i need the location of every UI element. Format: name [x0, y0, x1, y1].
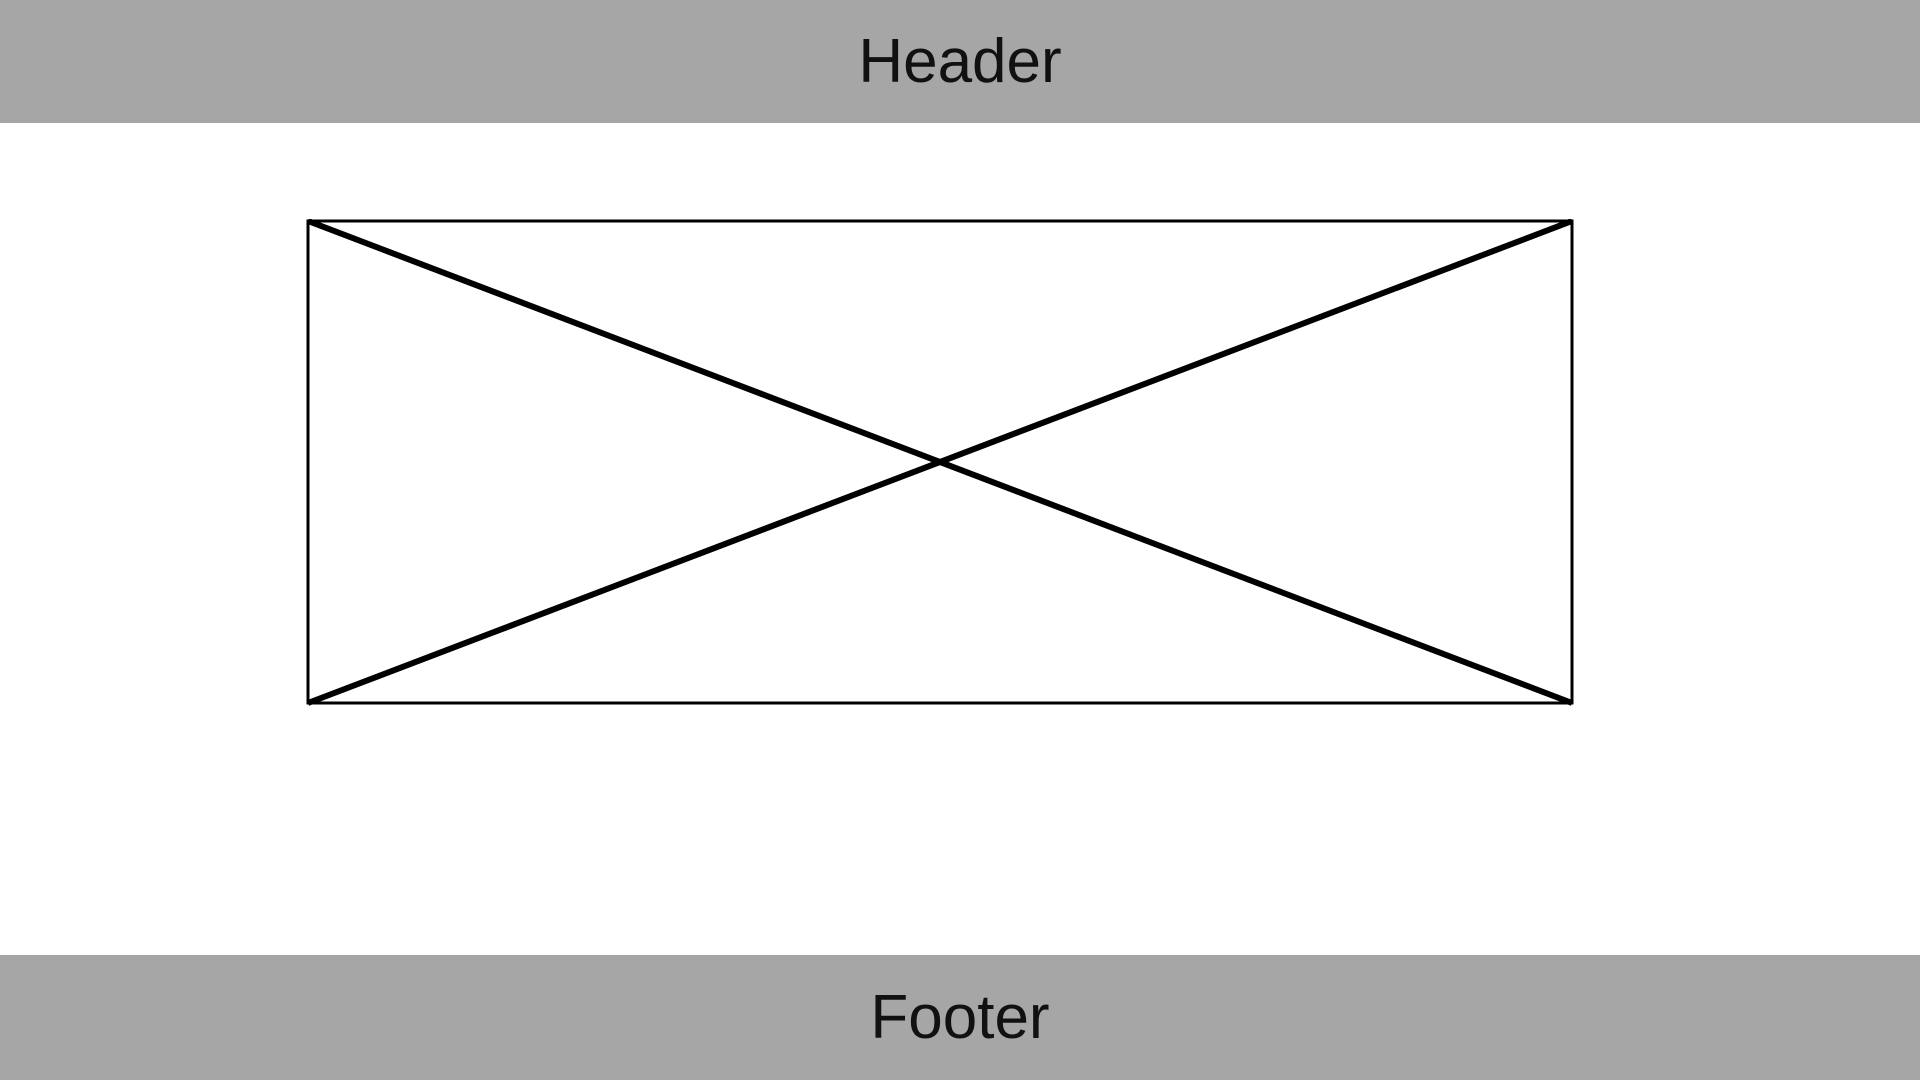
- placeholder-frame: [306, 219, 1574, 705]
- footer-label: Footer: [870, 982, 1050, 1052]
- header-label: Header: [858, 26, 1062, 96]
- content-area: [0, 123, 1920, 955]
- placeholder-diagonal-ascending: [306, 219, 1574, 706]
- footer-bar: Footer: [0, 955, 1920, 1080]
- image-placeholder: [306, 219, 1574, 706]
- header-bar: Header: [0, 0, 1920, 123]
